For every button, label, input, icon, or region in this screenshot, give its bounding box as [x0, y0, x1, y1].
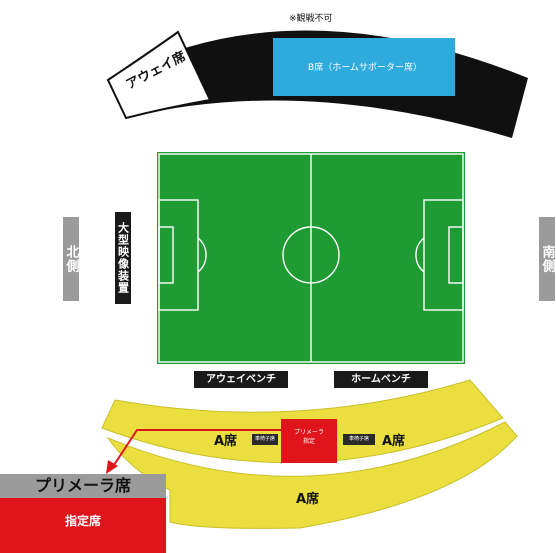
pitch: [157, 152, 465, 364]
a-seat-lower-label: A席: [296, 492, 320, 507]
legend-body: 指定席: [64, 514, 101, 528]
b-seat-section[interactable]: [273, 38, 455, 96]
north-side-label: 北側: [63, 217, 79, 301]
south-side-label: 南側: [539, 217, 555, 301]
wheelchair-left-label: 車椅子席: [252, 434, 278, 445]
legend-body-bg: [0, 498, 166, 553]
away-bench-label: アウェイベンチ: [194, 371, 288, 388]
primera-center-label: プリメーラ 指定: [293, 429, 324, 445]
large-screen-label: 大型映像装置: [115, 212, 131, 304]
legend-header: プリメーラ席: [34, 476, 131, 495]
home-bench-label: ホームベンチ: [334, 371, 428, 388]
arrow-head: [106, 460, 118, 474]
primera-seat-section[interactable]: [281, 419, 337, 463]
no-view-note: ※観戦不可: [289, 14, 333, 24]
away-seat-section[interactable]: [106, 30, 212, 120]
main-stand-lower: [106, 421, 518, 529]
pointer-arrow: [111, 429, 281, 469]
a-seat-right-label: A席: [382, 434, 406, 449]
legend-header-bg: [0, 474, 166, 498]
b-seat-label: B席（ホームサポーター席）: [308, 63, 422, 73]
wheelchair-right-label: 車椅子席: [343, 434, 375, 445]
a-seat-left-label: A席: [214, 434, 238, 449]
